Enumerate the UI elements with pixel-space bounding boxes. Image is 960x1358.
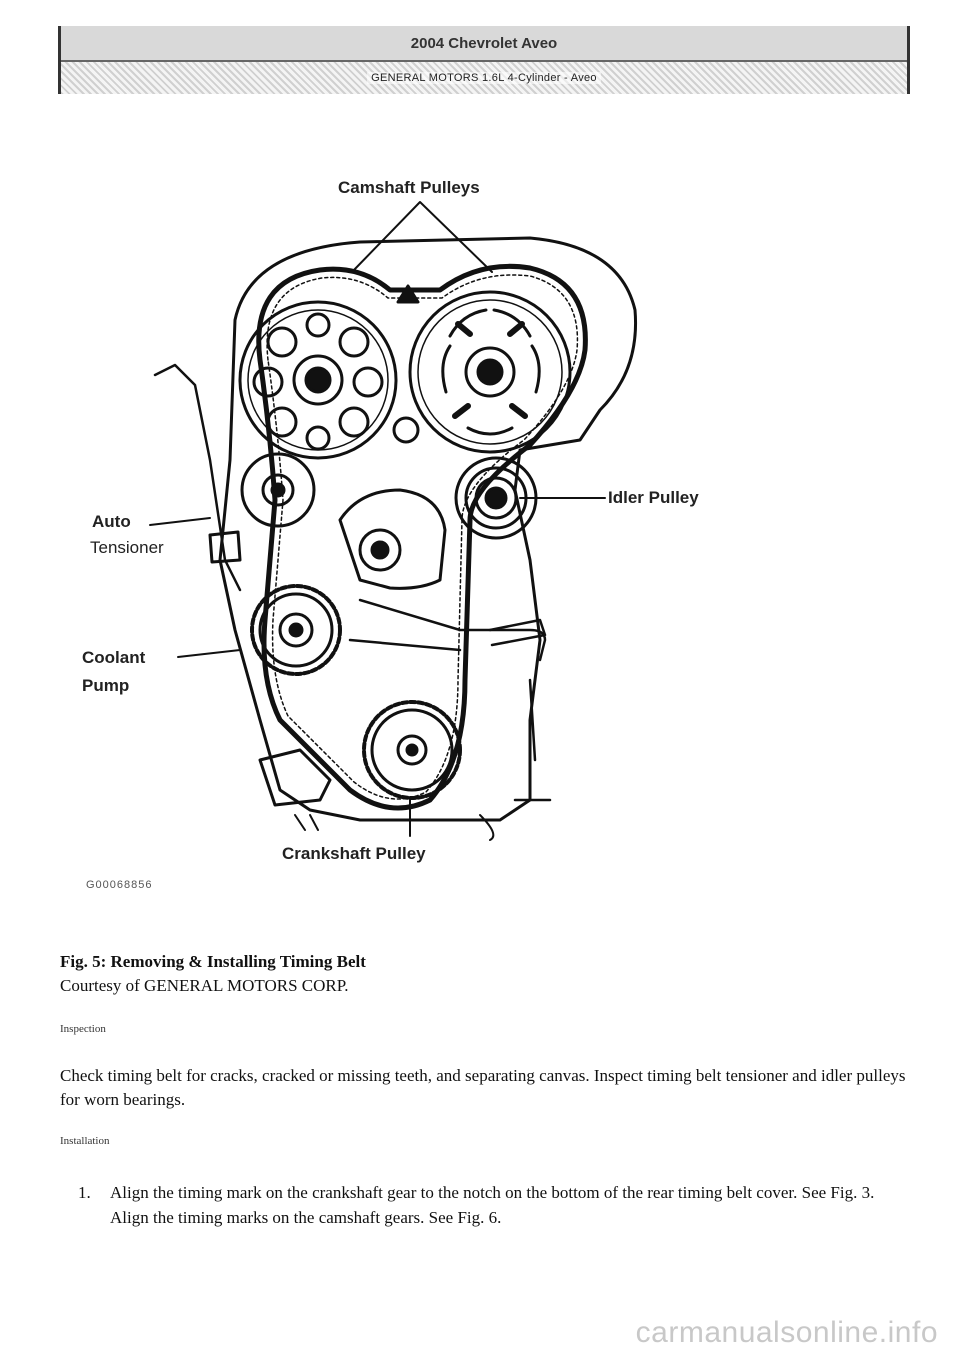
right-camshaft-pulley xyxy=(408,290,572,454)
left-camshaft-pulley xyxy=(238,300,398,460)
label-coolant: Coolant xyxy=(82,648,146,667)
caption-title: Fig. 5: Removing & Installing Timing Bel… xyxy=(60,952,366,971)
caption-courtesy: Courtesy of GENERAL MOTORS CORP. xyxy=(60,976,349,995)
header-title-bar: 2004 Chevrolet Aveo xyxy=(61,26,907,62)
inspection-heading: Inspection xyxy=(60,1023,106,1035)
watermark: carmanualsonline.info xyxy=(635,1316,938,1349)
label-idler-pulley: Idler Pulley xyxy=(608,488,699,507)
header-subtitle-bar: GENERAL MOTORS 1.6L 4-Cylinder - Aveo xyxy=(61,62,907,94)
figure-code: G00068856 xyxy=(86,879,153,891)
crankshaft-gear xyxy=(362,700,462,800)
label-tensioner: Tensioner xyxy=(90,538,164,557)
timing-belt-figure: Camshaft Pulleys Idler Pulley Auto Tensi… xyxy=(60,160,780,880)
step-number: 1. xyxy=(78,1183,91,1202)
label-auto: Auto xyxy=(92,512,131,531)
engine-illustration xyxy=(149,201,638,841)
document-title: 2004 Chevrolet Aveo xyxy=(410,34,558,52)
coolant-pump-gear xyxy=(250,584,342,676)
label-pump: Pump xyxy=(82,676,130,695)
label-camshaft-pulleys: Camshaft Pulleys xyxy=(338,178,480,197)
document-header: 2004 Chevrolet Aveo GENERAL MOTORS 1.6L … xyxy=(58,26,910,94)
step-text: Align the timing mark on the crankshaft … xyxy=(110,1183,875,1227)
figure-caption: Fig. 5: Removing & Installing Timing Bel… xyxy=(60,950,366,998)
installation-heading: Installation xyxy=(60,1135,110,1147)
label-crankshaft-pulley: Crankshaft Pulley xyxy=(282,844,426,863)
inspection-text: Check timing belt for cracks, cracked or… xyxy=(60,1066,906,1109)
installation-step-1: 1. Align the timing mark on the cranksha… xyxy=(78,1180,908,1230)
document-subtitle: GENERAL MOTORS 1.6L 4-Cylinder - Aveo xyxy=(367,72,601,84)
auto-tensioner-pulley xyxy=(240,452,316,528)
